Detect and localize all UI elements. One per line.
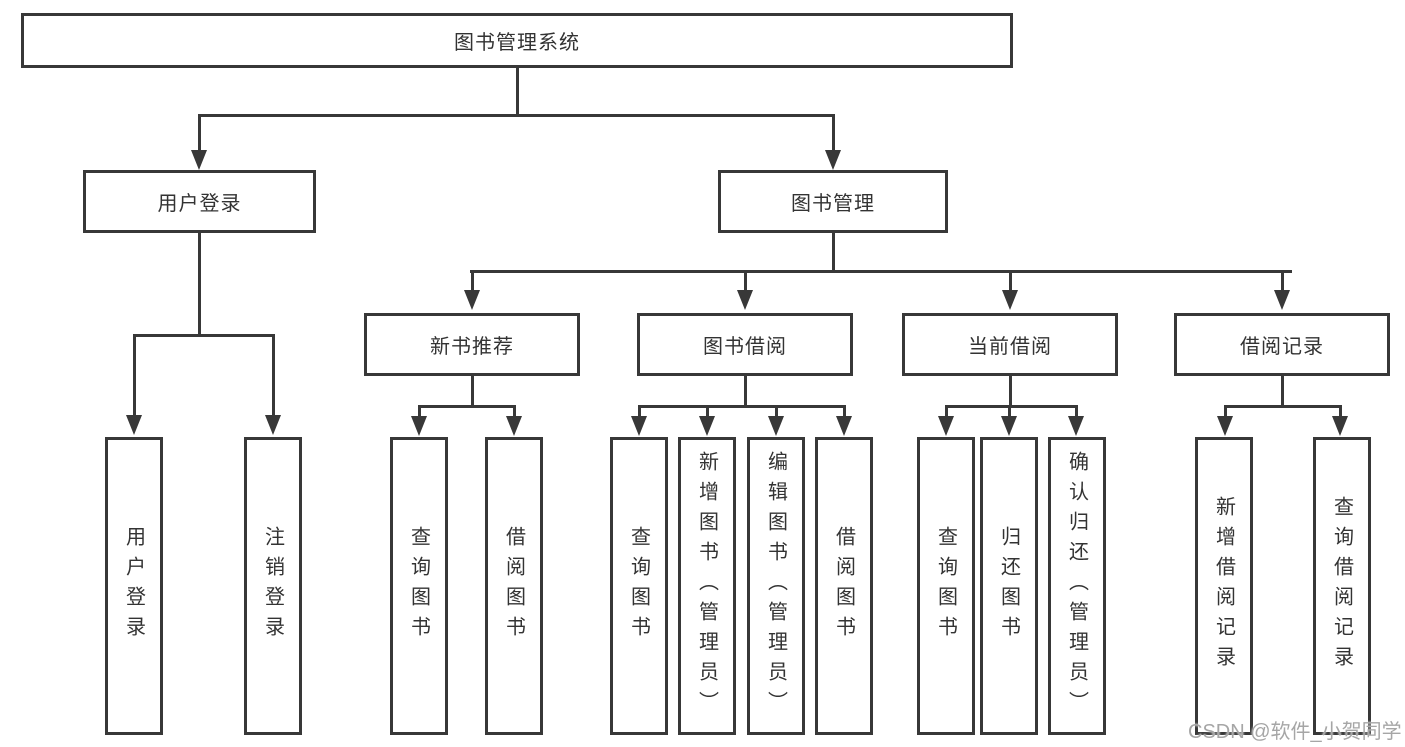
- node-book-borrow: 图书借阅: [637, 313, 853, 376]
- node-new-book-rec: 新书推荐: [364, 313, 580, 376]
- arrow-down-icon: [699, 416, 715, 436]
- node-leaf-user-login: 用户登录: [105, 437, 163, 735]
- connector-drop-leaf-logout: [272, 334, 275, 416]
- node-leaf-logout: 注销登录: [244, 437, 302, 735]
- node-leaf-bb-add-books: 新增图书（管理员）: [678, 437, 736, 735]
- node-new-book-rec-label: 新书推荐: [430, 336, 514, 358]
- connector-book-mgmt-bus: [470, 270, 1292, 273]
- connector-borrow-records-bus: [1224, 405, 1342, 408]
- connector-drop: [1008, 405, 1011, 417]
- connector-root-bus: [198, 114, 835, 117]
- connector-root-stem: [516, 68, 519, 117]
- node-root-label: 图书管理系统: [454, 32, 580, 54]
- connector-drop: [1339, 405, 1342, 417]
- connector-drop-book-borrow: [744, 270, 747, 291]
- node-leaf-br-query-record: 查询借阅记录: [1313, 437, 1371, 735]
- connector-user-login-stem: [198, 233, 201, 337]
- node-leaf-user-login-label: 用户登录: [122, 526, 145, 646]
- node-root: 图书管理系统: [21, 13, 1013, 68]
- node-borrow-records: 借阅记录: [1174, 313, 1390, 376]
- connector-drop-book-mgmt: [832, 114, 835, 152]
- arrow-down-icon: [1217, 416, 1233, 436]
- arrow-down-icon: [126, 415, 142, 435]
- connector-new-book-rec-stem: [471, 376, 474, 408]
- arrow-down-icon: [737, 290, 753, 310]
- connector-book-borrow-bus: [638, 405, 846, 408]
- node-user-login: 用户登录: [83, 170, 316, 233]
- arrow-down-icon: [825, 150, 841, 170]
- connector-drop: [513, 405, 516, 417]
- connector-current-borrow-bus: [945, 405, 1078, 408]
- connector-drop: [945, 405, 948, 417]
- node-leaf-cb-return-books-label: 归还图书: [997, 526, 1020, 646]
- node-leaf-cb-confirm-return-label: 确认归还（管理员）: [1065, 451, 1088, 721]
- connector-current-borrow-stem: [1009, 376, 1012, 408]
- node-leaf-bb-query-books-label: 查询图书: [627, 526, 650, 646]
- connector-drop: [638, 405, 641, 417]
- arrow-down-icon: [464, 290, 480, 310]
- node-leaf-cb-query-books: 查询图书: [917, 437, 975, 735]
- node-leaf-bb-edit-books: 编辑图书（管理员）: [747, 437, 805, 735]
- node-leaf-bb-edit-books-label: 编辑图书（管理员）: [764, 451, 787, 721]
- node-leaf-br-query-record-label: 查询借阅记录: [1330, 496, 1353, 676]
- connector-book-mgmt-stem: [832, 233, 835, 273]
- node-leaf-bb-query-books: 查询图书: [610, 437, 668, 735]
- connector-new-book-rec-bus: [418, 405, 516, 408]
- arrow-down-icon: [1068, 416, 1084, 436]
- node-leaf-cb-return-books: 归还图书: [980, 437, 1038, 735]
- node-current-borrow-label: 当前借阅: [968, 336, 1052, 358]
- arrow-down-icon: [631, 416, 647, 436]
- node-leaf-rec-query-books-label: 查询图书: [407, 526, 430, 646]
- connector-drop: [775, 405, 778, 417]
- connector-drop-borrow-records: [1281, 270, 1284, 291]
- arrow-down-icon: [411, 416, 427, 436]
- connector-drop: [1224, 405, 1227, 417]
- arrow-down-icon: [1332, 416, 1348, 436]
- connector-drop-leaf-user-login: [133, 334, 136, 416]
- node-leaf-bb-add-books-label: 新增图书（管理员）: [695, 451, 718, 721]
- connector-drop: [1075, 405, 1078, 417]
- node-leaf-cb-confirm-return: 确认归还（管理员）: [1048, 437, 1106, 735]
- node-borrow-records-label: 借阅记录: [1240, 336, 1324, 358]
- node-leaf-bb-borrow-books-label: 借阅图书: [832, 526, 855, 646]
- node-leaf-logout-label: 注销登录: [261, 526, 284, 646]
- node-leaf-rec-query-books: 查询图书: [390, 437, 448, 735]
- node-book-mgmt-label: 图书管理: [791, 193, 875, 215]
- node-user-login-label: 用户登录: [157, 193, 242, 215]
- node-book-borrow-label: 图书借阅: [703, 336, 787, 358]
- connector-borrow-records-stem: [1281, 376, 1284, 408]
- arrow-down-icon: [191, 150, 207, 170]
- node-book-mgmt: 图书管理: [718, 170, 948, 233]
- connector-drop: [843, 405, 846, 417]
- connector-drop-new-book-rec: [471, 270, 474, 291]
- arrow-down-icon: [938, 416, 954, 436]
- connector-drop-current-borrow: [1009, 270, 1012, 291]
- arrow-down-icon: [1001, 416, 1017, 436]
- node-leaf-rec-borrow-books: 借阅图书: [485, 437, 543, 735]
- arrow-down-icon: [506, 416, 522, 436]
- node-leaf-bb-borrow-books: 借阅图书: [815, 437, 873, 735]
- connector-drop: [418, 405, 421, 417]
- node-leaf-rec-borrow-books-label: 借阅图书: [502, 526, 525, 646]
- connector-user-login-bus: [133, 334, 275, 337]
- node-current-borrow: 当前借阅: [902, 313, 1118, 376]
- arrow-down-icon: [836, 416, 852, 436]
- arrow-down-icon: [265, 415, 281, 435]
- node-leaf-br-add-record-label: 新增借阅记录: [1212, 496, 1235, 676]
- watermark: CSDN @软件_小贺同学: [1188, 721, 1402, 743]
- connector-drop: [706, 405, 709, 417]
- connector-book-borrow-stem: [744, 376, 747, 408]
- arrow-down-icon: [768, 416, 784, 436]
- arrow-down-icon: [1002, 290, 1018, 310]
- arrow-down-icon: [1274, 290, 1290, 310]
- node-leaf-br-add-record: 新增借阅记录: [1195, 437, 1253, 735]
- connector-drop-user-login: [198, 114, 201, 152]
- node-leaf-cb-query-books-label: 查询图书: [934, 526, 957, 646]
